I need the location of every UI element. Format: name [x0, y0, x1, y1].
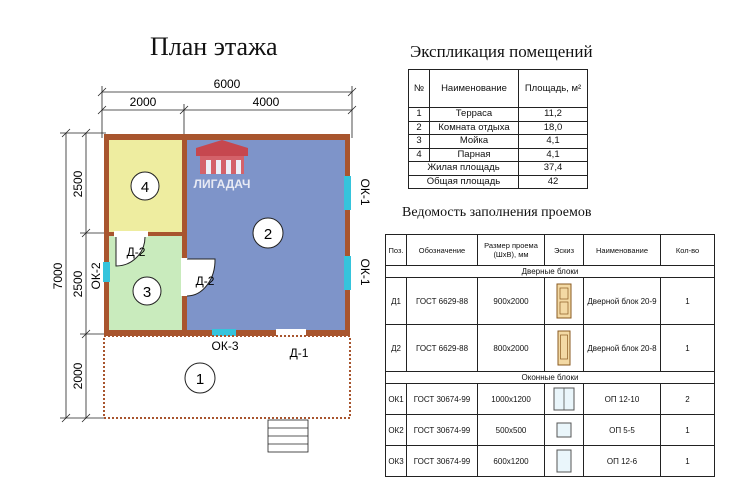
- label-d1: Д-1: [290, 346, 309, 360]
- label-ok2: ОК-2: [89, 262, 103, 289]
- explication-title: Экспликация помещений: [410, 42, 593, 61]
- terrace: [103, 335, 351, 419]
- section-title-windows: Оконные блоки: [385, 371, 715, 384]
- expl-cell: 4,1: [518, 147, 588, 162]
- dim-left-b: 2500: [71, 270, 85, 297]
- ved-cell: ГОСТ 30674-99: [406, 383, 478, 415]
- expl-total-label: Жилая площадь: [408, 161, 519, 176]
- window-ok3: [212, 329, 236, 336]
- table-row: Д2 ГОСТ 6629-88 800x2000 Дверной блок 20…: [385, 324, 715, 372]
- table-row: 4 Парная 4,1: [408, 147, 588, 162]
- window-ok1-b: [344, 256, 351, 290]
- expl-header-name: Наименование: [429, 69, 519, 108]
- room-number-4: 4: [141, 179, 149, 196]
- ved-cell: ГОСТ 30674-99: [406, 414, 478, 446]
- ved-cell: 1: [660, 445, 715, 477]
- ved-cell: 1: [660, 277, 715, 325]
- room-number-1: 1: [196, 371, 204, 388]
- dim-left-c: 2000: [71, 362, 85, 389]
- label-ok1-b: ОК-1: [358, 259, 372, 286]
- expl-cell: 4,1: [518, 134, 588, 149]
- table-row: Общая площадь 42: [408, 174, 588, 189]
- expl-header-area: Площадь, м²: [518, 69, 588, 108]
- ved-cell: ОП 12-6: [583, 445, 661, 477]
- dim-top-total: 6000: [214, 77, 241, 91]
- ved-cell: 600x1200: [477, 445, 545, 477]
- ved-cell: 800x2000: [477, 324, 545, 372]
- expl-cell: 2: [408, 120, 430, 135]
- room-number-2: 2: [264, 226, 272, 243]
- expl-cell: 4: [408, 147, 430, 162]
- ved-cell: 1: [660, 414, 715, 446]
- expl-cell: Парная: [429, 147, 519, 162]
- ved-cell: ОК2: [385, 414, 407, 446]
- table-row: Жилая площадь 37,4: [408, 161, 588, 176]
- room-number-3: 3: [143, 284, 151, 301]
- ved-cell: Д2: [385, 324, 407, 372]
- plan-title: План этажа: [150, 32, 278, 61]
- dim-top-left: 2000: [130, 95, 157, 109]
- ved-cell: Д1: [385, 277, 407, 325]
- window-sketch-icon: [544, 445, 584, 477]
- window-sketch-icon: [544, 383, 584, 415]
- expl-cell: 18,0: [518, 120, 588, 135]
- door-sketch-icon: [544, 324, 584, 372]
- label-d2-b: Д-2: [196, 274, 215, 288]
- ved-cell: ОП 5-5: [583, 414, 661, 446]
- ved-cell: 1: [660, 324, 715, 372]
- ved-cell: 1000x1200: [477, 383, 545, 415]
- label-ok3: ОК-3: [212, 339, 239, 353]
- ved-cell: ОК3: [385, 445, 407, 477]
- ved-header-name: Наименование: [583, 234, 661, 266]
- ved-cell: ОП 12-10: [583, 383, 661, 415]
- table-row: ОК1 ГОСТ 30674-99 1000x1200 ОП 12-10 2: [385, 383, 715, 415]
- expl-cell: Комната отдыха: [429, 120, 519, 135]
- dim-top-right: 4000: [253, 95, 280, 109]
- table-row: 2 Комната отдыха 18,0: [408, 120, 588, 135]
- expl-cell: 3: [408, 134, 430, 149]
- table-row: ОК2 ГОСТ 30674-99 500x500 ОП 5-5 1: [385, 414, 715, 446]
- ved-header-qty: Кол-во: [660, 234, 715, 266]
- openings-table: Поз. Обозначение Размер проема (ШxВ), мм…: [385, 234, 715, 477]
- ved-cell: 500x500: [477, 414, 545, 446]
- expl-cell: Мойка: [429, 134, 519, 149]
- dim-left-a: 2500: [71, 170, 85, 197]
- watermark-text: ЛИГАДАЧ: [194, 177, 251, 191]
- ved-cell: ГОСТ 6629-88: [406, 324, 478, 372]
- dim-left-total: 7000: [51, 262, 65, 289]
- ved-header-sketch: Эскиз: [544, 234, 584, 266]
- expl-header-num: №: [408, 69, 430, 108]
- door-sketch-icon: [544, 277, 584, 325]
- table-row: 1 Терраса 11,2: [408, 107, 588, 122]
- ved-cell: Дверной блок 20-8: [583, 324, 661, 372]
- ved-cell: ГОСТ 30674-99: [406, 445, 478, 477]
- expl-total-value: 42: [518, 174, 588, 189]
- ved-header-size: Размер проема (ШxВ), мм: [477, 234, 545, 266]
- ved-cell: ОК1: [385, 383, 407, 415]
- ved-cell: 2: [660, 383, 715, 415]
- expl-total-label: Общая площадь: [408, 174, 519, 189]
- ved-cell: ГОСТ 6629-88: [406, 277, 478, 325]
- ved-cell: Дверной блок 20-9: [583, 277, 661, 325]
- table-row: 3 Мойка 4,1: [408, 134, 588, 149]
- explication-table: № Наименование Площадь, м² 1 Терраса 11,…: [408, 69, 588, 189]
- window-ok2: [103, 262, 110, 282]
- expl-cell: 11,2: [518, 107, 588, 122]
- window-sketch-icon: [544, 414, 584, 446]
- expl-cell: Терраса: [429, 107, 519, 122]
- table-row: Д1 ГОСТ 6629-88 900x2000 Дверной блок 20…: [385, 277, 715, 325]
- ved-header-pos: Поз.: [385, 234, 407, 266]
- section-title-doors: Дверные блоки: [385, 265, 715, 278]
- expl-total-value: 37,4: [518, 161, 588, 176]
- table-row: ОК3 ГОСТ 30674-99 600x1200 ОП 12-6 1: [385, 445, 715, 477]
- floor-plan: 6000 2000 4000 7000 2500 2500 2000: [51, 77, 372, 453]
- ved-cell: 900x2000: [477, 277, 545, 325]
- window-ok1-a: [344, 176, 351, 210]
- expl-cell: 1: [408, 107, 430, 122]
- ved-header-designation: Обозначение: [406, 234, 478, 266]
- openings-title: Ведомость заполнения проемов: [402, 205, 592, 220]
- label-d2-a: Д-2: [127, 245, 146, 259]
- house-logo-icon: [196, 140, 248, 174]
- label-ok1-a: ОК-1: [358, 179, 372, 206]
